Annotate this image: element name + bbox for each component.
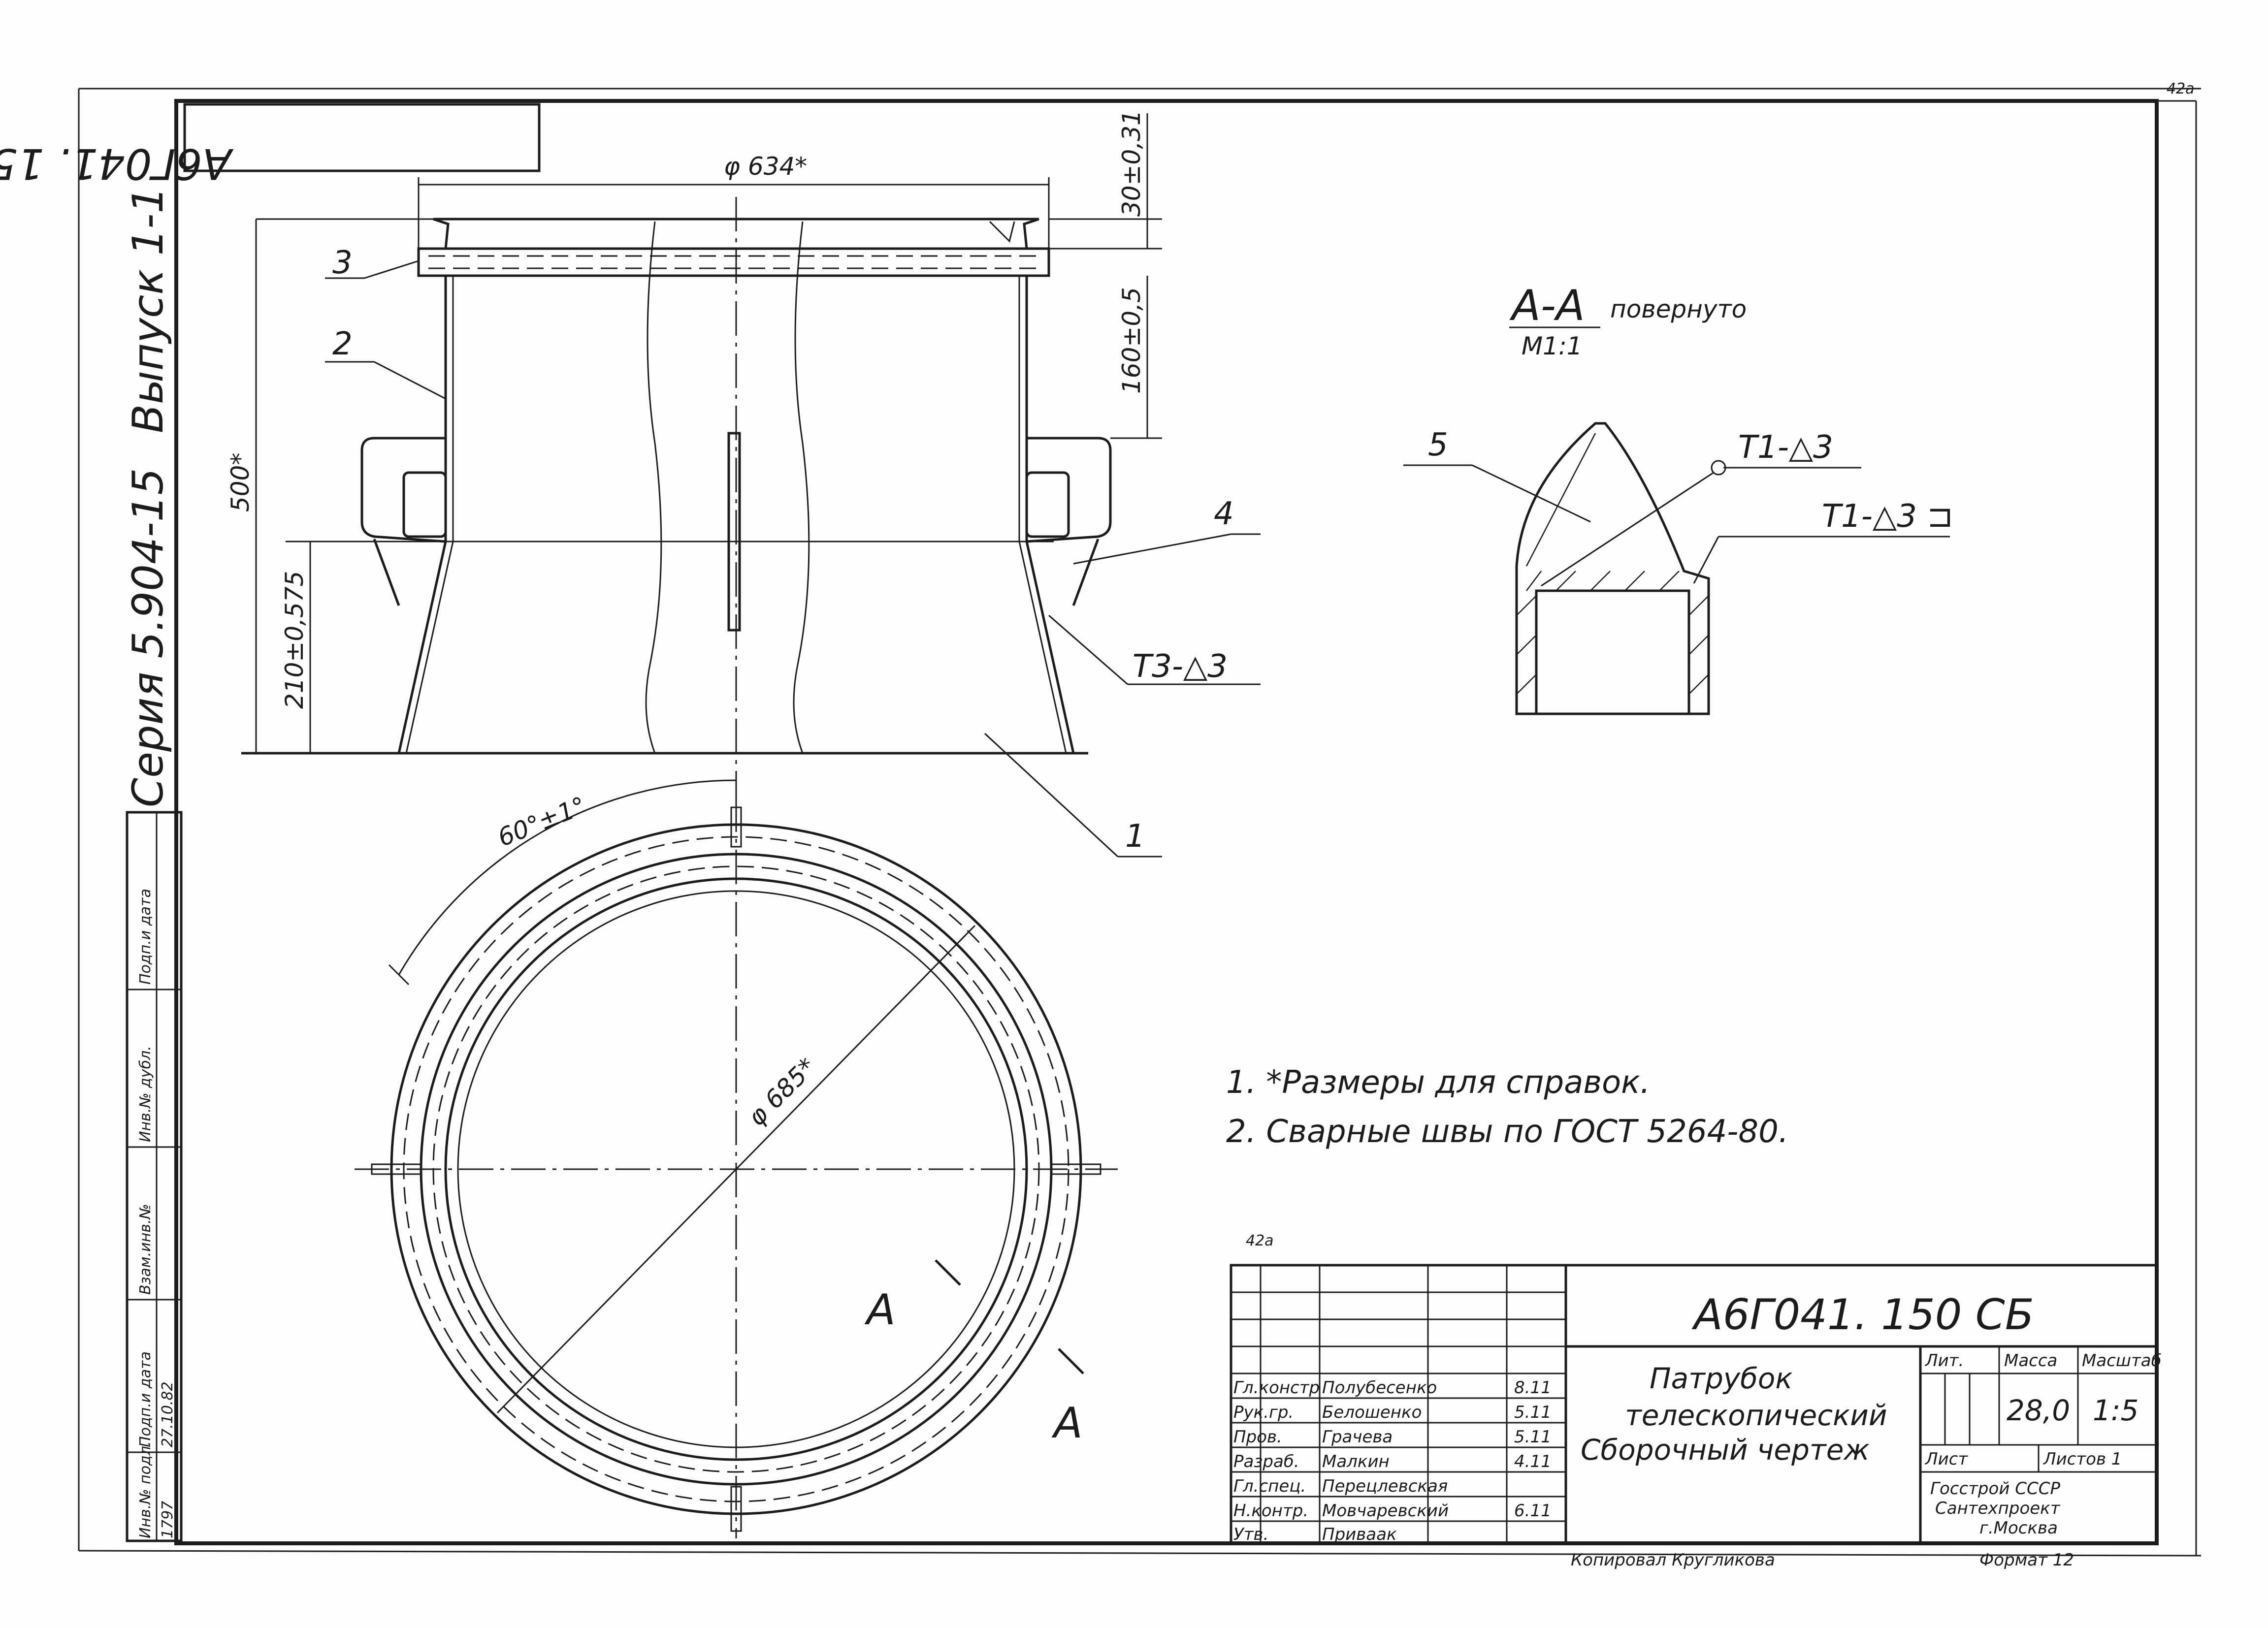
tb-name-2: телескопический [1625, 1399, 1887, 1432]
tb-copied: Копировал Кругликова [1571, 1550, 1775, 1570]
tb-name-4: Перецлевская [1322, 1476, 1448, 1496]
tb-name-3: Малкин [1322, 1452, 1390, 1471]
tb-designation: А6Г041. 150 СБ [1691, 1290, 2034, 1340]
note-1: 1. *Размеры для справок. [1226, 1064, 1650, 1101]
tb-name-2: Грачева [1322, 1427, 1393, 1447]
section-qualifier: повернуто [1610, 295, 1747, 323]
stamp-header: Подп.и дата [137, 1351, 154, 1447]
tb-date-3: 4.11 [1514, 1452, 1552, 1471]
tb-mass: 28,0 [2007, 1394, 2070, 1427]
tb-role-0: Гл.констр [1233, 1378, 1320, 1398]
tb-org-1: Госстрой СССР [1930, 1479, 2060, 1499]
tb-sheet: Лист [1924, 1449, 1968, 1469]
pos-1: 1 [1125, 818, 1145, 855]
left-stamp: Подп.и дата Инв.№ дубл. Взам.инв.№ Подп.… [126, 811, 183, 1542]
tb-role-2: Пров. [1233, 1427, 1282, 1447]
stamp-number: 1797 [159, 1501, 176, 1538]
stamp-date: 27.10.82 [159, 1381, 176, 1447]
weld-t1: Т1-△3 [1738, 429, 1833, 466]
weld-t1-open: Т1-△3 ⊐ [1822, 498, 1953, 535]
tb-name-1: Патрубок [1650, 1362, 1792, 1395]
side-series: Серия 5.904-15 [124, 468, 173, 807]
tb-hdr-scale: Масштаб [2082, 1351, 2162, 1371]
pos-4: 4 [1214, 496, 1234, 532]
page-mark-top: 42а [2167, 80, 2195, 97]
tb-format: Формат 12 [1979, 1550, 2074, 1570]
notes: 1. *Размеры для справок. 2. Сварные швы … [1226, 1064, 1788, 1150]
dim-h210: 210±0,575 [280, 571, 309, 709]
sheet-frame [78, 88, 2202, 1557]
tb-name-3: Сборочный чертеж [1581, 1433, 1870, 1467]
page-mark-mid: 42а [1246, 1232, 1274, 1249]
tb-org-2: Сантехпроект [1935, 1499, 2061, 1518]
note-2: 2. Сварные швы по ГОСТ 5264-80. [1226, 1114, 1788, 1150]
cut-letter-1: А [864, 1285, 896, 1335]
side-issue: Выпуск 1-1 [124, 187, 173, 433]
front-dimensions: φ 634* 30±0,31 160±0,5 500* 210±0,575 [226, 110, 1162, 753]
tb-role-5: Н.контр. [1233, 1501, 1308, 1521]
tb-hdr-lit: Лит. [1924, 1351, 1964, 1371]
stamp-inv: Инв.№ подл. [137, 1441, 154, 1538]
tb-sheets: Листов 1 [2042, 1449, 2122, 1469]
section-scale: М1:1 [1522, 332, 1583, 360]
dim-angle: 60°±1° [494, 791, 590, 852]
front-leaders: 3 2 4 Т3-△3 1 [325, 245, 1261, 858]
tb-role-6: Утв. [1233, 1525, 1268, 1544]
dim-d-top: φ 634* [724, 152, 807, 181]
tb-org-3: г.Москва [1979, 1518, 2058, 1538]
title-block: А6Г041. 150 СБ Патрубок телескопический … [1230, 1264, 2162, 1570]
dim-h500: 500* [226, 453, 255, 512]
dim-h30: 30±0,31 [1117, 110, 1146, 217]
stamp-col-2: Инв.№ дубл. [137, 1046, 154, 1142]
weld-t3: Т3-△3 [1133, 648, 1228, 685]
tb-name-0: Полубесенко [1322, 1378, 1437, 1398]
top-view: φ 685* 60°±1° А А [355, 779, 1118, 1538]
front-view [241, 197, 1112, 798]
stamp-col-1: Взам.инв.№ [137, 1204, 154, 1295]
tb-name-5: Мовчаревский [1322, 1501, 1449, 1521]
dim-h160: 160±0,5 [1117, 287, 1146, 394]
cut-letter-2: А [1051, 1399, 1083, 1448]
tb-role-1: Рук.гр. [1233, 1403, 1294, 1422]
tb-scale: 1:5 [2093, 1394, 2138, 1427]
section-title: А-А [1509, 281, 1585, 330]
tb-role-4: Гл.спец. [1233, 1476, 1306, 1496]
section-view: А-А повернуто М1:1 5 Т1-△3 Т1-△3 ⊐ [1403, 281, 1953, 715]
tb-hdr-mass: Масса [2004, 1351, 2057, 1371]
tb-date-2: 5.11 [1514, 1427, 1552, 1447]
pos-3: 3 [332, 245, 353, 281]
tb-role-3: Разраб. [1233, 1452, 1299, 1471]
pos-5: 5 [1428, 427, 1448, 463]
tb-date-4: 6.11 [1514, 1501, 1552, 1521]
dim-d-ring: φ 685* [742, 1053, 821, 1132]
pos-2: 2 [332, 326, 353, 362]
tb-name-6: Приваак [1322, 1525, 1397, 1544]
tb-date-1: 5.11 [1514, 1403, 1552, 1422]
tb-date-0: 8.11 [1514, 1378, 1552, 1398]
stamp-col-3: Подп.и дата [137, 889, 154, 985]
tb-name-1: Белошенко [1322, 1403, 1422, 1422]
